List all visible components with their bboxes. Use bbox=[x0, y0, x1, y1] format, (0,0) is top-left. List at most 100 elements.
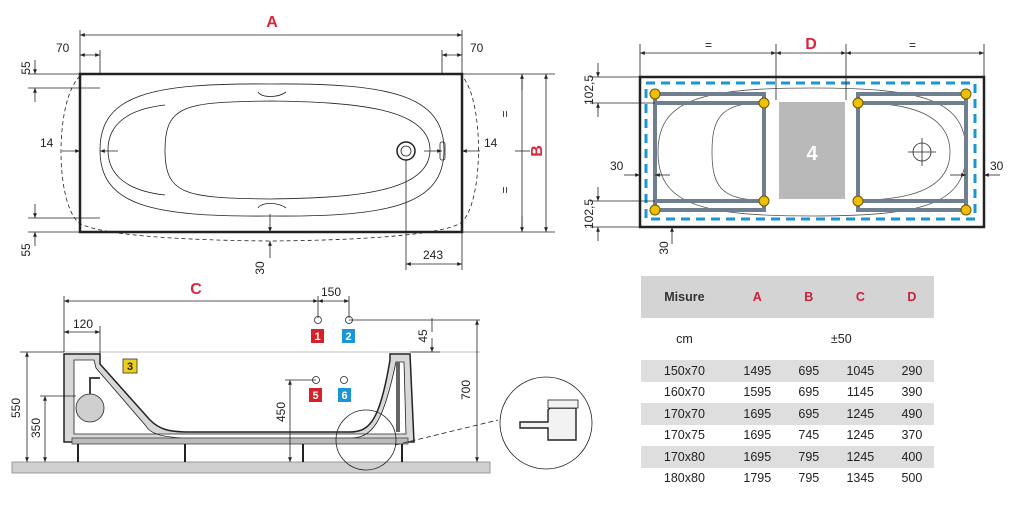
table-cell: 1245 bbox=[830, 446, 890, 468]
table-row: 160x70 1595 695 1145 390 bbox=[641, 382, 934, 404]
table-cell: 1795 bbox=[743, 471, 772, 486]
column-header-a: A bbox=[727, 276, 787, 318]
floor bbox=[11, 461, 491, 474]
detail-zoom-circle bbox=[499, 376, 593, 470]
table-header-row: Misure A B C D bbox=[641, 276, 934, 318]
column-header-misure: Misure bbox=[641, 276, 728, 318]
marker-3-icon bbox=[122, 358, 138, 374]
top-view-labels: A 70 70 55 55 14 14 = = B 30 243 bbox=[19, 14, 546, 275]
marker-6-label: 6 bbox=[341, 390, 347, 402]
frame-outline bbox=[638, 75, 986, 229]
table-cell: 170x75 bbox=[663, 428, 705, 443]
table-cell: 290 bbox=[889, 360, 934, 382]
table-cell: 795 bbox=[786, 446, 831, 468]
marker-1-icon bbox=[311, 329, 324, 343]
bottom-side-margin-label: 55 bbox=[19, 243, 33, 257]
wall-height-label: 700 bbox=[459, 380, 473, 400]
drain-offset-label: 243 bbox=[423, 248, 443, 262]
right-end-margin-label: 70 bbox=[470, 41, 484, 55]
drain-inner-icon bbox=[400, 145, 412, 157]
table-cell: 1245 bbox=[830, 403, 890, 425]
table-cell: 695 bbox=[786, 403, 831, 425]
foot-pad-icon bbox=[649, 88, 661, 100]
column-header-b: B bbox=[786, 276, 831, 318]
dimension-letter-A: A bbox=[266, 14, 278, 31]
bottom-foot-spacing-label: 102,5 bbox=[582, 199, 596, 229]
frame-view-labels: D = = 102,5 102,5 30 30 30 4 bbox=[582, 36, 1004, 255]
top-side-margin-label: 55 bbox=[19, 61, 33, 75]
table-row: 170x80 1695 795 1245 400 bbox=[641, 446, 934, 468]
column-header-d: D bbox=[889, 276, 934, 318]
table-cell: 795 bbox=[798, 471, 820, 486]
equal-right-label: = bbox=[909, 38, 916, 52]
marker-2-icon bbox=[342, 329, 355, 343]
frame-foot-pads bbox=[649, 88, 972, 216]
tub-backrest bbox=[107, 104, 166, 196]
table-cell: 390 bbox=[901, 385, 923, 400]
left-clearance-label: 14 bbox=[40, 136, 54, 150]
table-row: 170x75 1695 745 1245 370 bbox=[641, 425, 934, 447]
detail-callout-circle bbox=[335, 409, 397, 471]
units-label: cm bbox=[676, 332, 693, 346]
tap-spacing-label: 150 bbox=[321, 285, 341, 299]
equal-top-label: = bbox=[498, 110, 512, 117]
inner-height-label: 350 bbox=[29, 418, 43, 438]
foot-pad-icon bbox=[960, 88, 972, 100]
table-cell: 1595 bbox=[743, 385, 772, 400]
waste-offset-label: 120 bbox=[73, 317, 93, 331]
frame-pipes-left bbox=[653, 92, 766, 212]
table-cell: 1245 bbox=[846, 428, 875, 443]
center-panel bbox=[779, 102, 845, 199]
table-cell: 170x70 bbox=[641, 403, 728, 425]
tub-armrest-bottom bbox=[257, 203, 287, 209]
marker-5-label: 5 bbox=[312, 390, 318, 402]
table-cell: 500 bbox=[901, 471, 923, 486]
dimensions-table: Misure A B C D cm ±50 150x70 1495 695 10… bbox=[641, 276, 934, 489]
units-row: cm ±50 bbox=[641, 318, 934, 360]
table-cell: 1695 bbox=[727, 446, 787, 468]
table-cell: 1345 bbox=[846, 471, 875, 486]
tub-rim bbox=[99, 83, 445, 217]
table-cell: 745 bbox=[798, 428, 820, 443]
drain-icon bbox=[396, 141, 416, 161]
column-header-c: C bbox=[830, 276, 890, 318]
marker-3-label: 3 bbox=[127, 361, 133, 373]
center-offset-label: 30 bbox=[253, 261, 267, 275]
table-cell: 160x70 bbox=[663, 385, 705, 400]
table-row: 180x80 1795 795 1345 500 bbox=[641, 468, 934, 490]
outlet-icon bbox=[340, 376, 348, 384]
outlet-height-label: 450 bbox=[274, 402, 288, 422]
marker-2-label: 2 bbox=[345, 331, 351, 343]
tub-basin bbox=[164, 100, 431, 200]
tap-height-offset-label: 45 bbox=[416, 329, 430, 343]
side-view-markers: 1 2 3 5 6 bbox=[122, 329, 355, 402]
marker-1-label: 1 bbox=[314, 331, 320, 343]
table-cell: 695 bbox=[798, 385, 820, 400]
table-cell: 490 bbox=[889, 403, 934, 425]
total-height-label: 550 bbox=[9, 398, 23, 418]
marker-6-icon bbox=[338, 388, 351, 402]
foot-pad-icon bbox=[852, 195, 864, 207]
foot-pad-icon bbox=[758, 195, 770, 207]
foot-pad-icon bbox=[960, 204, 972, 216]
side-view-labels: C 150 120 45 550 350 450 700 bbox=[9, 281, 473, 438]
top-view bbox=[28, 30, 555, 270]
table-cell: 180x80 bbox=[663, 471, 705, 486]
table-cell: 400 bbox=[889, 446, 934, 468]
table-cell: 150x70 bbox=[641, 360, 728, 382]
table-row: 150x70 1495 695 1045 290 bbox=[641, 360, 934, 382]
table-cell: 170x80 bbox=[641, 446, 728, 468]
table-row: 170x70 1695 695 1245 490 bbox=[641, 403, 934, 425]
panel-number-label: 4 bbox=[806, 143, 818, 165]
siphon-icon bbox=[519, 407, 577, 441]
table-cell: 1495 bbox=[727, 360, 787, 382]
foot-pad-icon bbox=[649, 204, 661, 216]
foot-pad-icon bbox=[758, 97, 770, 109]
marker-5-icon bbox=[309, 388, 322, 402]
dimension-letter-C: C bbox=[190, 281, 202, 298]
right-inset-label: 30 bbox=[990, 159, 1004, 173]
frame-view bbox=[590, 44, 1000, 244]
equal-left-label: = bbox=[705, 38, 712, 52]
left-inset-label: 30 bbox=[610, 159, 624, 173]
